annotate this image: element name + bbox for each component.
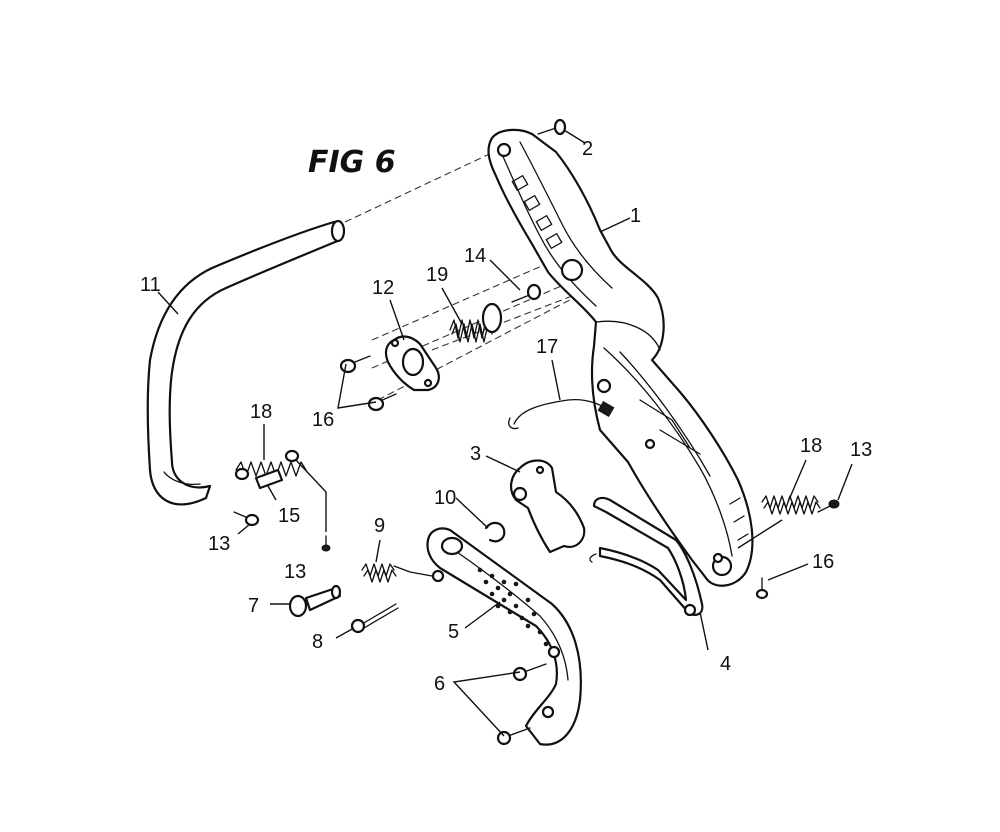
- screw-part-2: [537, 118, 567, 136]
- rear-handle-body: [487, 128, 754, 587]
- callout-3: 3: [470, 443, 481, 465]
- callout-15: 15: [278, 505, 300, 527]
- grip-texture: [477, 567, 549, 647]
- throttle-trigger-part-3: [510, 459, 586, 554]
- figure-title: FIG 6: [308, 145, 396, 180]
- screw-part-16-right: [755, 577, 769, 600]
- mount-plate-part-12: [384, 335, 440, 392]
- cable-part-17: [508, 398, 615, 430]
- callout-13-middle: 13: [284, 561, 306, 583]
- callout-8: 8: [312, 631, 323, 653]
- callout-13-left: 13: [208, 533, 230, 555]
- clip-part-15: [254, 468, 284, 490]
- callout-14: 14: [464, 245, 486, 267]
- callout-4: 4: [720, 653, 731, 675]
- callout-19: 19: [426, 264, 448, 286]
- screws-part-13: [233, 499, 840, 552]
- clip-part-10: [484, 521, 506, 543]
- bolt-part-14: [511, 283, 542, 303]
- spring-mechanism-part-18-left: [234, 449, 307, 481]
- callout-7: 7: [248, 595, 259, 617]
- callout-17: 17: [536, 336, 558, 358]
- callout-6: 6: [434, 673, 445, 695]
- callout-11: 11: [140, 274, 161, 296]
- callout-5: 5: [448, 621, 459, 643]
- callout-18-right: 18: [800, 435, 822, 457]
- callout-labels: 2 1 11 12 19 14 16 17 18 3 10 18 13 16 1…: [140, 138, 872, 695]
- leader-lines: [157, 129, 853, 737]
- spring-part-9: [361, 563, 433, 583]
- callout-16-left: 16: [312, 409, 334, 431]
- callout-12: 12: [372, 277, 394, 299]
- callout-9: 9: [374, 515, 385, 537]
- screw-part-8: [350, 603, 399, 634]
- handle-grip-part-5: [426, 527, 582, 746]
- callout-2: 2: [582, 138, 593, 160]
- screws-part-6: [496, 663, 547, 746]
- screws-part-16-left: [339, 355, 397, 412]
- callout-18-left: 18: [250, 401, 272, 423]
- lever-part-4: [589, 496, 704, 617]
- callout-10: 10: [434, 487, 456, 509]
- spring-part-19: [449, 302, 503, 343]
- callout-13-right: 13: [850, 439, 872, 461]
- pin-part-7: [288, 584, 342, 618]
- spring-part-18-right: [761, 495, 821, 515]
- callout-16-right: 16: [812, 551, 834, 573]
- front-handle-bar: [146, 219, 346, 506]
- callout-1: 1: [630, 205, 641, 227]
